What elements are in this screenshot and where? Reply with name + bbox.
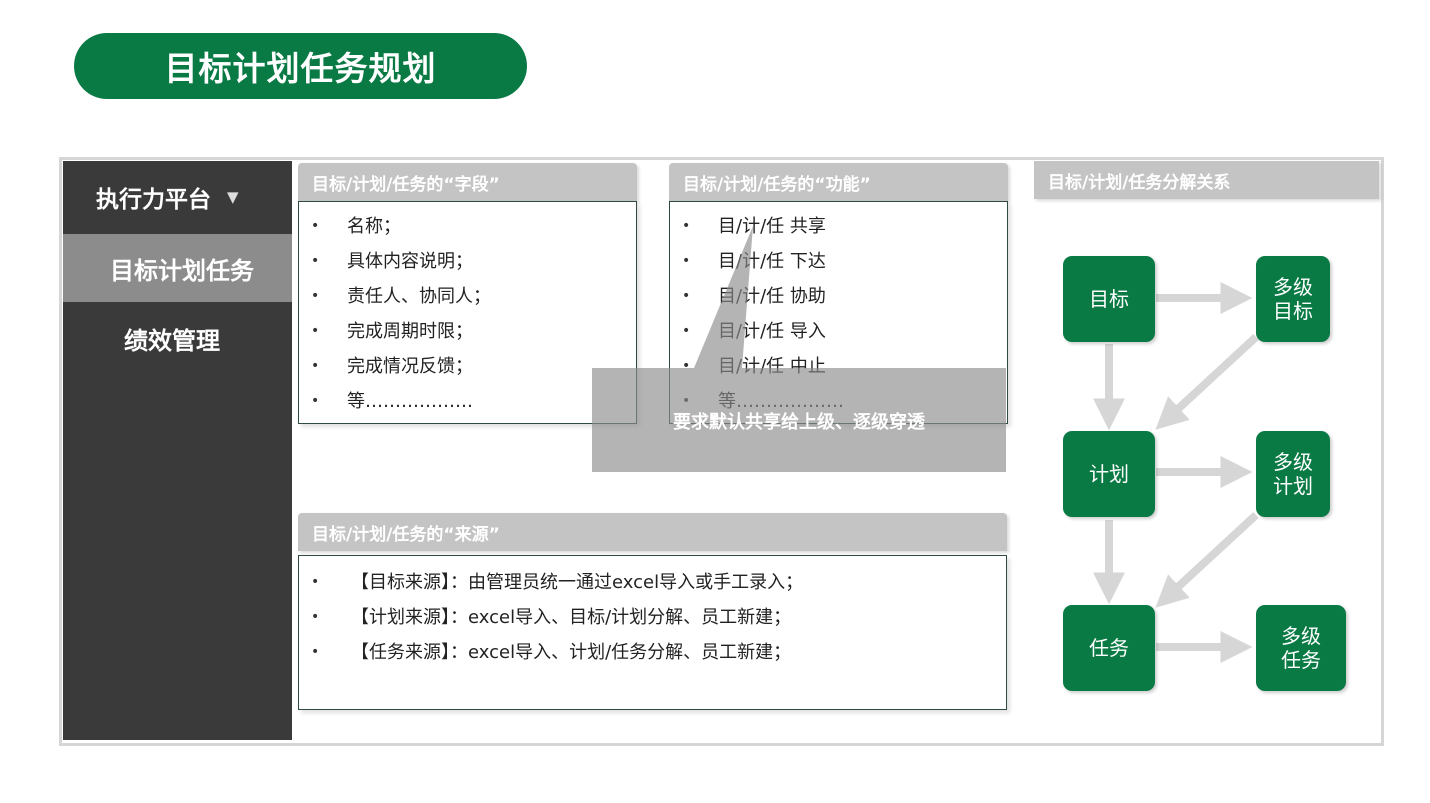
node-task: 任务	[1063, 605, 1155, 691]
node-plan: 计划	[1063, 431, 1155, 517]
decomposition-arrows	[1093, 282, 1259, 663]
sidebar-item-goal-plan-task[interactable]: 目标计划任务	[63, 234, 292, 302]
node-multi-task: 多级 任务	[1256, 605, 1346, 691]
node-multi-task-line2: 任务	[1281, 648, 1321, 672]
sidebar-header[interactable]: 执行力平台 ▼	[63, 161, 292, 233]
node-goal-label: 目标	[1089, 287, 1129, 311]
sidebar: 执行力平台 ▼ 目标计划任务 绩效管理	[63, 161, 292, 740]
sidebar-item-label: 目标计划任务	[110, 256, 254, 285]
list-item: 【任务来源】：excel导入、计划/任务分解、员工新建；	[299, 635, 1006, 670]
functions-panel-title: 目标/计划/任务的“功能”	[669, 163, 1008, 201]
list-item: 名称；	[299, 209, 636, 244]
caret-down-icon[interactable]: ▼	[227, 188, 239, 206]
node-multi-task-line1: 多级	[1281, 624, 1321, 648]
list-item: 目/计/任 中止	[670, 349, 1007, 384]
node-multi-goal-line1: 多级	[1273, 275, 1313, 299]
functions-panel: 目/计/任 共享 目/计/任 下达 目/计/任 协助 目/计/任 导入 目/计/…	[669, 201, 1008, 424]
list-item: 等………………	[299, 384, 636, 419]
node-goal: 目标	[1063, 256, 1155, 342]
node-plan-label: 计划	[1089, 462, 1129, 486]
list-item: 目/计/任 导入	[670, 314, 1007, 349]
list-item: 具体内容说明；	[299, 244, 636, 279]
fields-panel: 名称； 具体内容说明； 责任人、协同人； 完成周期时限； 完成情况反馈； 等………	[298, 201, 637, 424]
list-item: 责任人、协同人；	[299, 279, 636, 314]
list-item: 完成情况反馈；	[299, 349, 636, 384]
list-item: 【计划来源】：excel导入、目标/计划分解、员工新建；	[299, 600, 1006, 635]
callout-text: 要求默认共享给上级、逐级穿透	[673, 412, 925, 433]
list-item: 目/计/任 协助	[670, 279, 1007, 314]
fields-panel-title: 目标/计划/任务的“字段”	[298, 163, 637, 201]
list-item: 目/计/任 共享	[670, 209, 1007, 244]
node-multi-plan-line1: 多级	[1273, 450, 1313, 474]
sources-panel-title: 目标/计划/任务的“来源”	[298, 513, 1007, 551]
list-item: 目/计/任 下达	[670, 244, 1007, 279]
node-multi-goal-line2: 目标	[1273, 299, 1313, 323]
node-task-label: 任务	[1089, 636, 1129, 660]
sources-panel: 【目标来源】：由管理员统一通过excel导入或手工录入； 【计划来源】：exce…	[298, 555, 1007, 710]
sidebar-item-performance[interactable]: 绩效管理	[63, 304, 292, 372]
sidebar-header-label: 执行力平台	[96, 187, 211, 213]
list-item: 完成周期时限；	[299, 314, 636, 349]
node-multi-goal: 多级 目标	[1256, 256, 1330, 342]
node-multi-plan-line2: 计划	[1273, 474, 1313, 498]
list-item: 【目标来源】：由管理员统一通过excel导入或手工录入；	[299, 565, 1006, 600]
decomposition-panel-title: 目标/计划/任务分解关系	[1034, 161, 1379, 199]
node-multi-plan: 多级 计划	[1256, 431, 1330, 517]
sidebar-item-label: 绩效管理	[124, 326, 220, 355]
page-title: 目标计划任务规划	[74, 33, 527, 99]
